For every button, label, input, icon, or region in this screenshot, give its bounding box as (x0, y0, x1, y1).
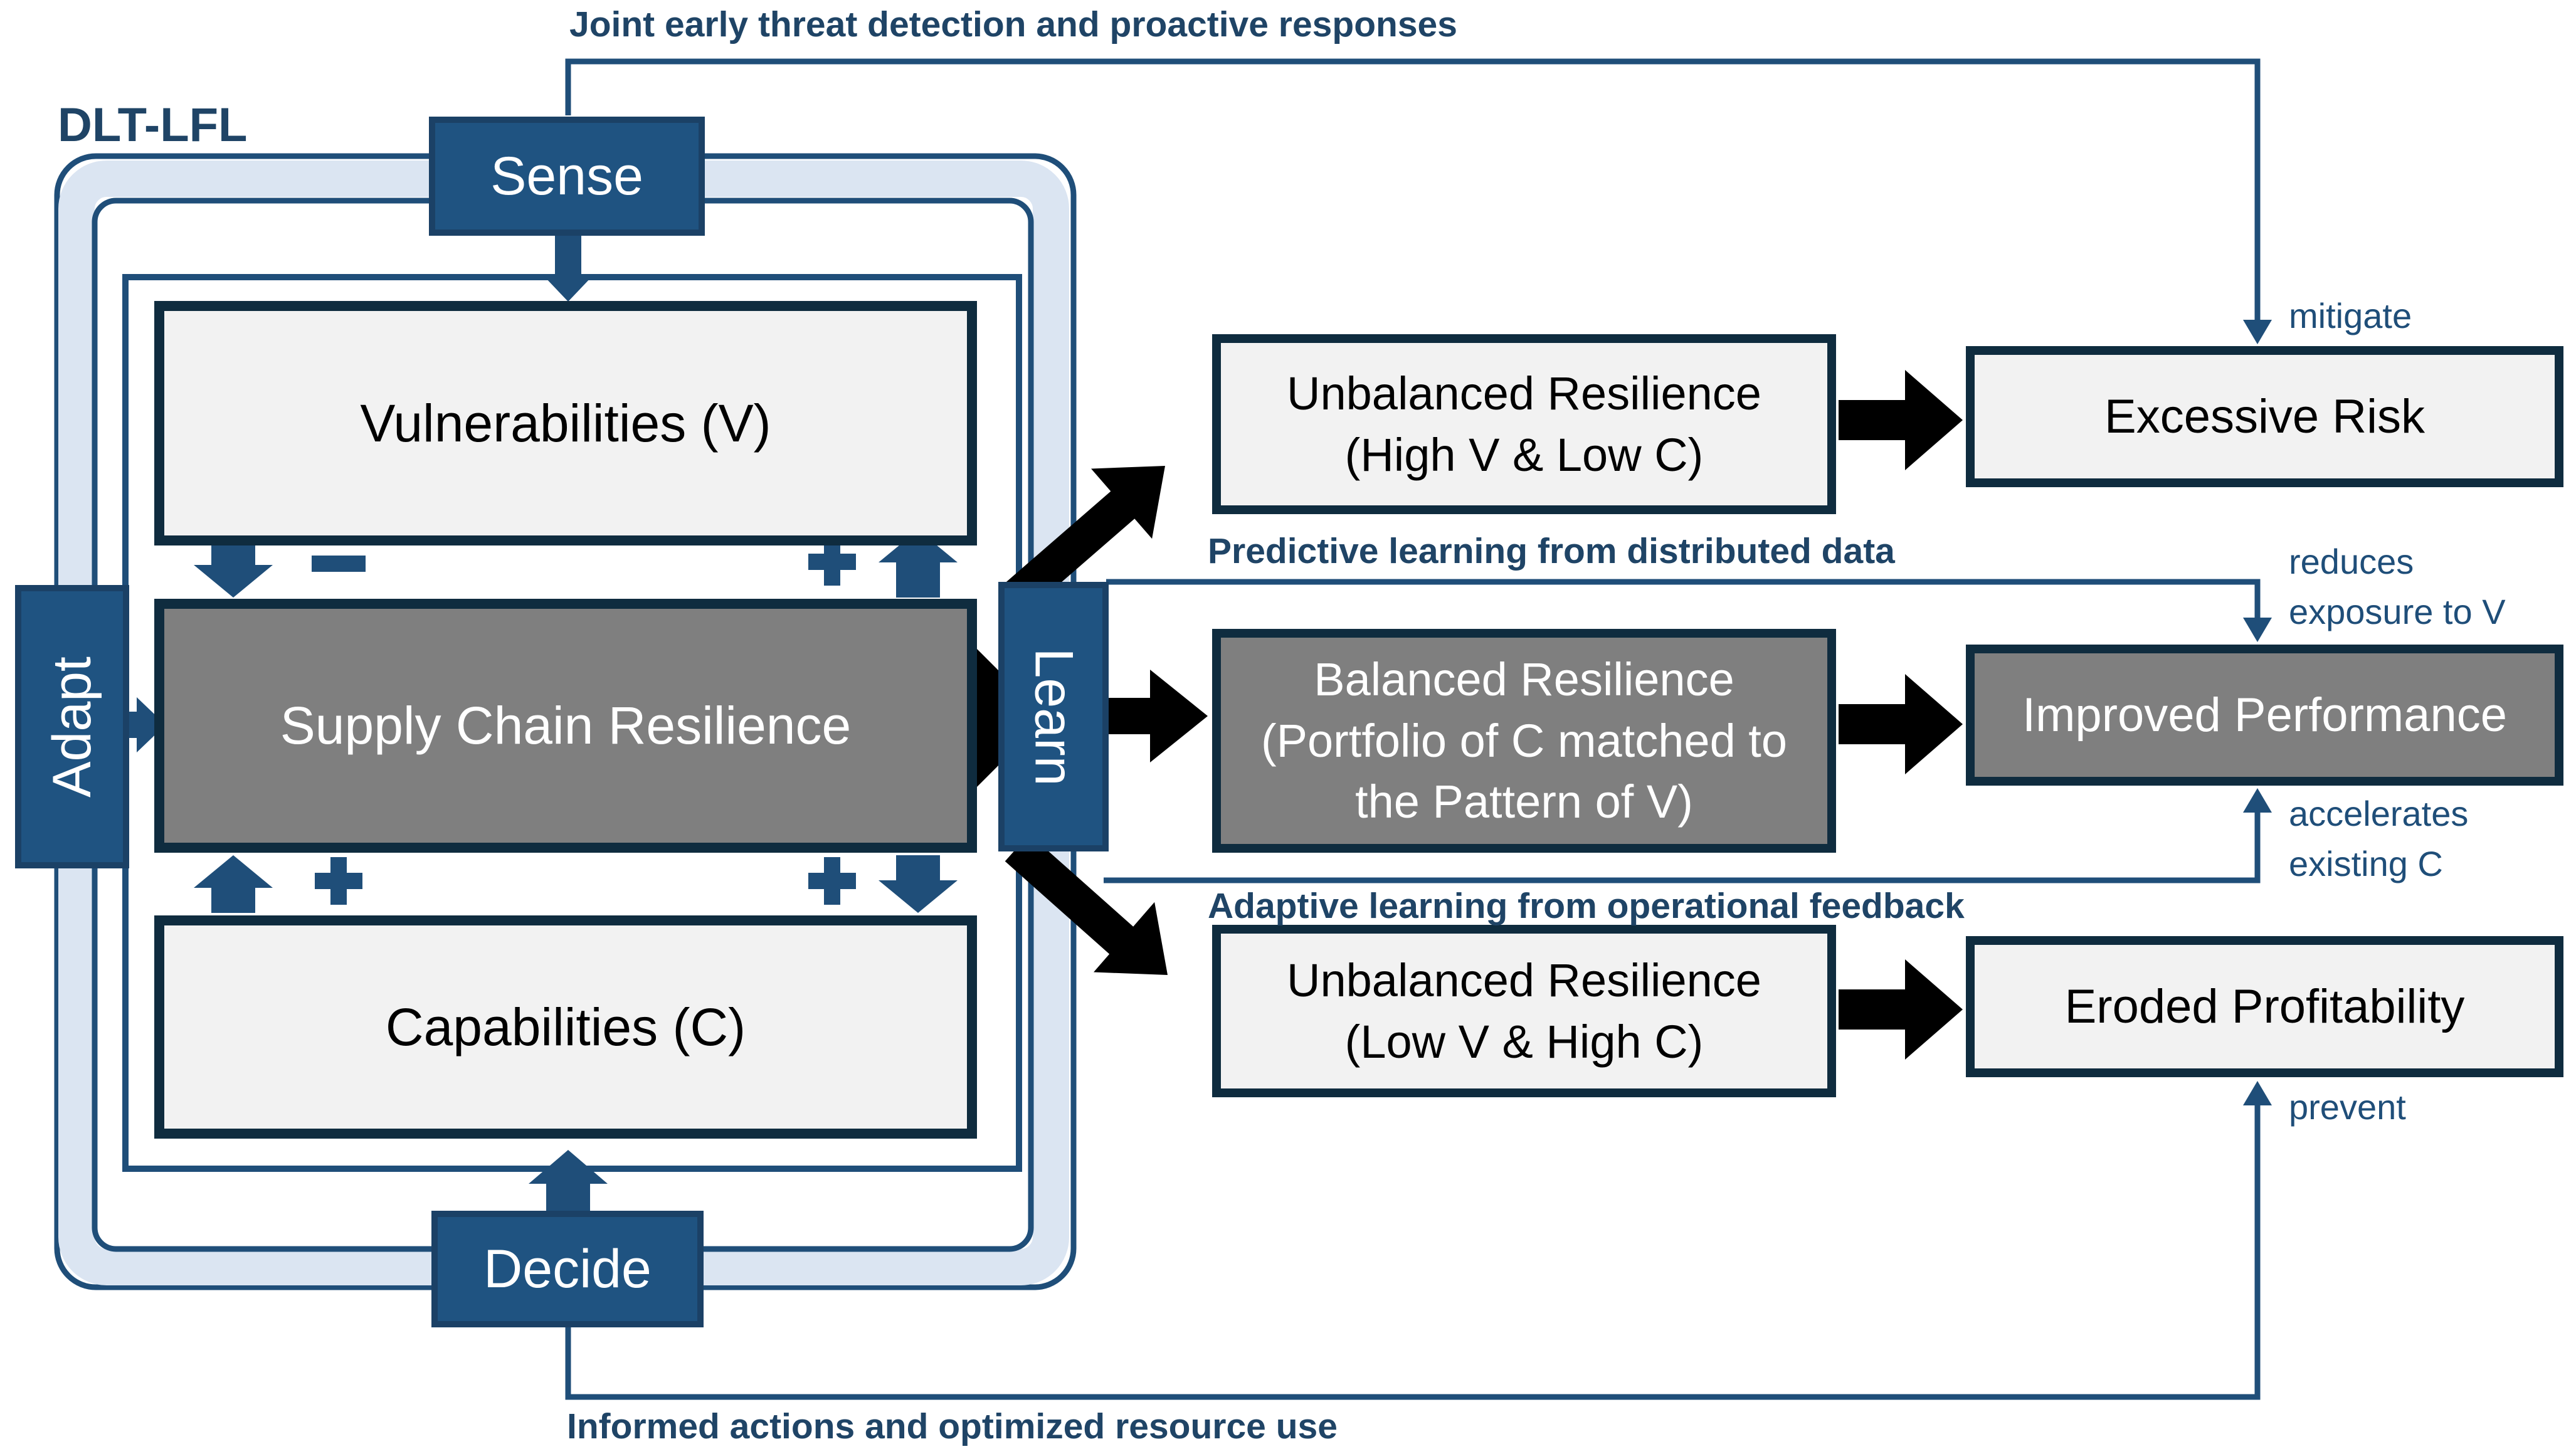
scr-to-c-down-arrow-icon (879, 855, 958, 913)
connector-adaptive (1104, 809, 2261, 883)
balanced-line1: Balanced Resilience (1314, 653, 1734, 705)
learn-label: Learn (1023, 648, 1084, 786)
adapt-node: Adapt (15, 585, 129, 868)
v-to-scr-down-arrow-icon (194, 545, 273, 598)
sense-node: Sense (429, 117, 705, 236)
improved-performance-label: Improved Performance (2022, 688, 2507, 742)
c-to-scr-up-arrow-icon (194, 855, 273, 913)
plus-icon (808, 857, 856, 905)
unbalanced-low-line1: Unbalanced Resilience (1287, 954, 1761, 1006)
balanced-line2: (Portfolio of C matched to (1260, 714, 1788, 767)
black-arrows (971, 370, 1963, 1060)
plus-icon (315, 857, 362, 905)
flow-label-top: Joint early threat detection and proacti… (569, 4, 1457, 45)
learn-to-unbalanced-low-arrow-icon (1005, 834, 1168, 975)
scr-to-v-up-arrow-icon (879, 530, 958, 598)
framework-title: DLT-LFL (58, 98, 248, 152)
capabilities-box: Capabilities (C) (154, 915, 977, 1139)
annotation-reduces-line2: exposure to V (2289, 592, 2506, 632)
accelerates-arrowhead-icon (2243, 788, 2272, 813)
unbalanced-high-box: Unbalanced Resilience (High V & Low C) (1212, 334, 1836, 514)
eroded-profitability-box: Eroded Profitability (1966, 936, 2563, 1077)
mitigate-arrowhead-icon (2243, 320, 2272, 344)
unbalanced-low-to-eroded-arrow-icon (1839, 959, 1963, 1060)
sense-down-arrow-icon (544, 234, 593, 302)
supply-chain-resilience-label: Supply Chain Resilience (280, 696, 852, 755)
annotation-reduces-line1: reduces (2289, 542, 2414, 581)
vulnerabilities-label: Vulnerabilities (V) (360, 393, 771, 453)
annotation-mitigate: mitigate (2289, 296, 2412, 335)
annotation-accelerates-line1: accelerates (2289, 794, 2469, 833)
unbalanced-high-line2: (High V & Low C) (1344, 428, 1704, 481)
flow-label-bottom: Informed actions and optimized resource … (567, 1406, 1338, 1446)
eroded-profitability-label: Eroded Profitability (2064, 980, 2465, 1033)
balanced-to-improved-arrow-icon (1839, 674, 1963, 774)
unbalanced-low-line2: (Low V & High C) (1344, 1015, 1704, 1068)
connector-top-loop (565, 58, 2261, 323)
adapt-right-arrow-icon (129, 697, 166, 752)
flow-label-adaptive: Adaptive learning from operational feedb… (1208, 886, 1965, 926)
decide-up-arrow-icon (529, 1150, 608, 1212)
minus-icon (312, 556, 366, 572)
navy-arrows (129, 234, 958, 1212)
excessive-risk-label: Excessive Risk (2104, 390, 2425, 443)
plus-icon (808, 538, 856, 586)
decide-node: Decide (431, 1211, 704, 1327)
supply-chain-resilience-box: Supply Chain Resilience (154, 599, 977, 853)
adapt-label: Adapt (41, 656, 102, 798)
improved-performance-box: Improved Performance (1966, 645, 2563, 786)
capabilities-label: Capabilities (C) (385, 997, 746, 1056)
unbalanced-low-box: Unbalanced Resilience (Low V & High C) (1212, 925, 1836, 1097)
decide-label: Decide (483, 1238, 652, 1299)
prevent-arrowhead-icon (2243, 1081, 2272, 1105)
connector-bottom-loop (565, 1102, 2261, 1400)
unbalanced-high-line1: Unbalanced Resilience (1287, 367, 1761, 419)
connector-predictive (1106, 579, 2261, 622)
reduces-arrowhead-icon (2243, 618, 2272, 642)
annotation-accelerates: accelerates existing C (2289, 789, 2468, 889)
balanced-resilience-box: Balanced Resilience (Portfolio of C matc… (1212, 629, 1836, 853)
excessive-risk-box: Excessive Risk (1966, 346, 2563, 487)
annotation-accelerates-line2: existing C (2289, 844, 2443, 884)
unbalanced-high-to-excessive-arrow-icon (1839, 370, 1963, 470)
balanced-line3: the Pattern of V) (1355, 776, 1693, 828)
sense-label: Sense (490, 145, 643, 206)
vulnerabilities-box: Vulnerabilities (V) (154, 301, 977, 545)
flow-label-predictive: Predictive learning from distributed dat… (1208, 531, 1895, 571)
annotation-prevent: prevent (2289, 1087, 2406, 1127)
annotation-reduces: reduces exposure to V (2289, 537, 2506, 637)
learn-node: Learn (998, 582, 1109, 851)
